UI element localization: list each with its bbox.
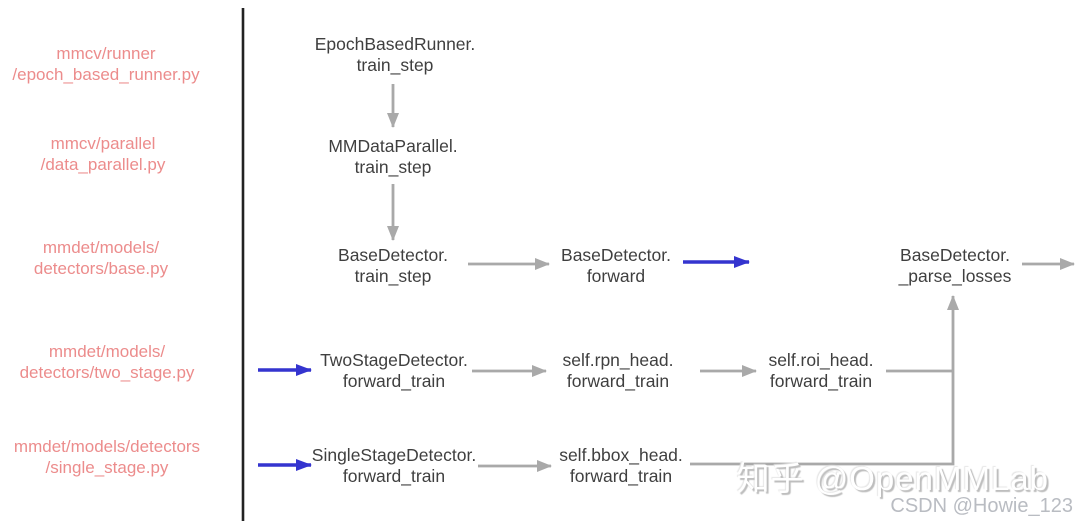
node-rpn-head-forward-train: self.rpn_head. forward_train	[562, 350, 674, 391]
node-basedetector-forward: BaseDetector. forward	[561, 245, 671, 286]
node-bbox-head-forward-train: self.bbox_head. forward_train	[559, 445, 683, 486]
file-label-data-parallel: mmcv/parallel /data_parallel.py	[40, 134, 166, 174]
node-roi-head-forward-train: self.roi_head. forward_train	[768, 350, 874, 391]
node-basedetector-train-step: BaseDetector. train_step	[338, 245, 448, 286]
node-singlestagedetector-forward-train: SingleStageDetector. forward_train	[311, 445, 477, 486]
arrow-bboxhead-to-parselosses	[690, 295, 959, 466]
node-epoch-based-runner-train-step: EpochBasedRunner. train_step	[314, 34, 476, 75]
file-label-epoch-based-runner: mmcv/runner /epoch_based_runner.py	[12, 44, 200, 84]
file-label-detectors-two-stage: mmdet/models/ detectors/two_stage.py	[19, 342, 195, 382]
watermark-csdn-howie: CSDN @Howie_123	[890, 495, 1073, 517]
node-mmdataparallel-train-step: MMDataParallel. train_step	[328, 136, 458, 177]
node-twostagedetector-forward-train: TwoStageDetector. forward_train	[320, 350, 468, 391]
file-label-detectors-single-stage: mmdet/models/detectors /single_stage.py	[13, 437, 201, 477]
node-basedetector-parse-losses: BaseDetector. _parse_losses	[898, 245, 1012, 286]
file-label-detectors-base: mmdet/models/ detectors/base.py	[33, 238, 169, 278]
watermark-zhihu-openmmlab: 知乎 @OpenMMLab	[736, 460, 1049, 497]
